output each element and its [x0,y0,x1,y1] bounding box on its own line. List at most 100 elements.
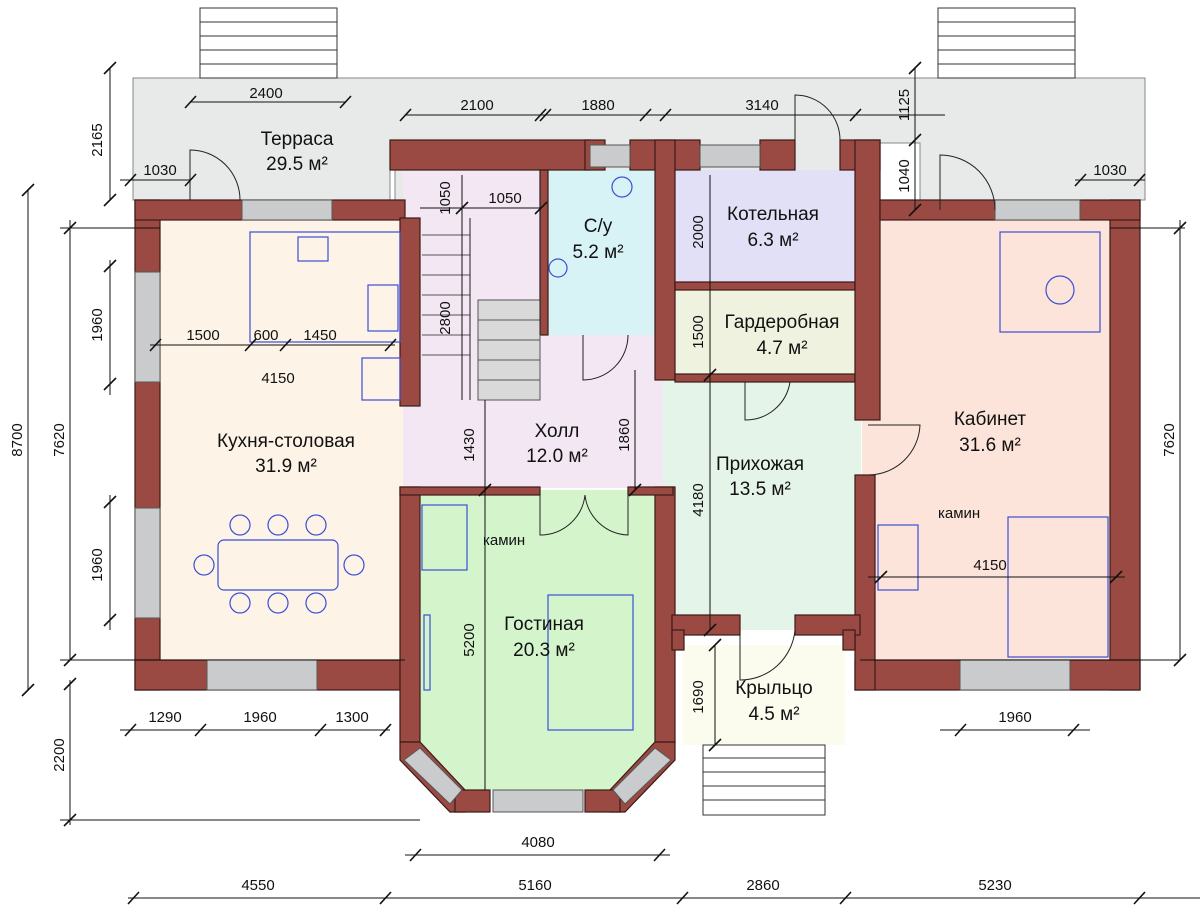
chair [305,592,327,614]
bathroom-area: 5.2 м² [572,242,623,263]
dim-bottom-1960-right: 1960 [998,709,1031,726]
office-area: 31.6 м² [959,435,1021,456]
dim-top-3140: 3140 [745,97,778,114]
terrace-steps [199,7,1076,816]
office-desk [999,231,1101,333]
window-kitchen-left-bottom [134,507,161,619]
wall-living-bottom-r [584,789,621,813]
door-wardrobe [744,381,791,421]
dim-right-7620: 7620 [1161,423,1178,456]
kitchen-stove [367,284,399,332]
wall-boiler-bottom [674,281,856,291]
wardrobe-area: 4.7 м² [756,338,807,359]
window-office-top [994,199,1081,221]
wall-bath-left [539,169,549,336]
dim-bottom-4080: 4080 [521,834,554,851]
dim-hall-1860: 1860 [616,418,633,451]
terrace-area: 29.5 м² [266,154,328,175]
hall-area: 12.0 м² [526,446,588,467]
hall-name: Холл [535,421,580,442]
dim-left-8700: 8700 [9,423,26,456]
dim-left-1960-bottom: 1960 [89,548,106,581]
dim-right-1030: 1030 [1093,162,1126,179]
boiler-floor [675,170,855,285]
wall-wardrobe-bottom [674,373,856,383]
entrance-name: Прихожая [716,454,804,475]
door-living [539,494,629,536]
bathroom-name: С/у [584,216,613,237]
dim-top-1880: 1880 [581,97,614,114]
tv-living [423,614,431,691]
dim-kitchen-1450: 1450 [303,327,336,344]
kitchen-floor [160,218,403,660]
dim-top-2100: 2100 [460,97,493,114]
dim-bottom-1960: 1960 [243,709,276,726]
wall-kitchen-partition [399,217,421,407]
office-chair [1045,275,1075,305]
chair [267,592,289,614]
dim-left-1960-top: 1960 [89,308,106,341]
porch-steps [702,744,826,816]
chair [305,514,327,536]
dim-porch-1690: 1690 [690,680,707,713]
dining-table [217,539,339,591]
dim-kitchen-1500: 1500 [186,327,219,344]
window-living-bottom [492,789,584,813]
furniture [193,176,1109,731]
windows [134,144,1081,813]
dimension-labels: 2400 2100 1880 3140 1030 1030 1050 1500 … [9,85,1178,894]
dim-total-5160: 5160 [518,877,551,894]
window-kitchen-bottom-1 [206,659,318,691]
wall-living-bottom [454,789,491,813]
wall-right [1109,199,1141,691]
window-living-bay-right [612,747,672,805]
living-floor [420,490,655,790]
fireplace-office [877,524,919,591]
dim-terrace-width: 2400 [249,85,282,102]
wall-top-boiler [759,139,796,171]
dim-stair-1050-h: 1050 [488,190,521,207]
wall-bath-right [654,139,676,381]
kitchen-fridge [361,357,401,401]
dim-wardrobe-1500: 1500 [690,315,707,348]
chair [193,554,215,576]
door-terrace-kitchen [189,149,241,201]
dim-stair-1050-v: 1050 [437,181,454,214]
dim-kitchen-4150: 4150 [261,370,294,387]
dim-hall-1430: 1430 [461,428,478,461]
dim-total-5230: 5230 [978,877,1011,894]
wall-porch-column-r [842,629,856,651]
chair [229,592,251,614]
dim-terrace-left: 1030 [143,162,176,179]
wardrobe-floor [675,290,855,375]
chair [267,514,289,536]
wall-living-top [399,486,541,496]
wall-mid-right [854,139,881,421]
kitchen-name: Кухня-столовая [217,431,355,452]
washbasin [548,258,568,278]
window-kitchen-left-top [134,271,161,383]
living-name: Гостиная [504,614,584,635]
window-terrace-kitchen [241,199,333,221]
right-steps [937,7,1076,79]
door-porch [739,629,796,681]
dim-entrance-4180: 4180 [690,483,707,516]
wall-living-left [399,486,421,743]
dim-terrace-depth: 2165 [89,123,106,156]
office-sofa [1007,516,1109,658]
door-bath [582,334,629,381]
fireplace-office-label: камин [938,505,980,522]
kitchen-sink [297,236,329,262]
dim-bottom-1300: 1300 [335,709,368,726]
kitchen-counter [249,231,401,343]
dim-stair-2800: 2800 [437,301,454,334]
dim-bottom-1290: 1290 [148,709,181,726]
fireplace-living [421,504,468,571]
kitchen-area: 31.9 м² [255,456,317,477]
bathroom-floor [545,170,655,335]
doors [189,94,996,681]
toilet [611,176,633,198]
sofa-living [547,594,634,731]
chair [229,514,251,536]
door-boiler [794,94,841,141]
